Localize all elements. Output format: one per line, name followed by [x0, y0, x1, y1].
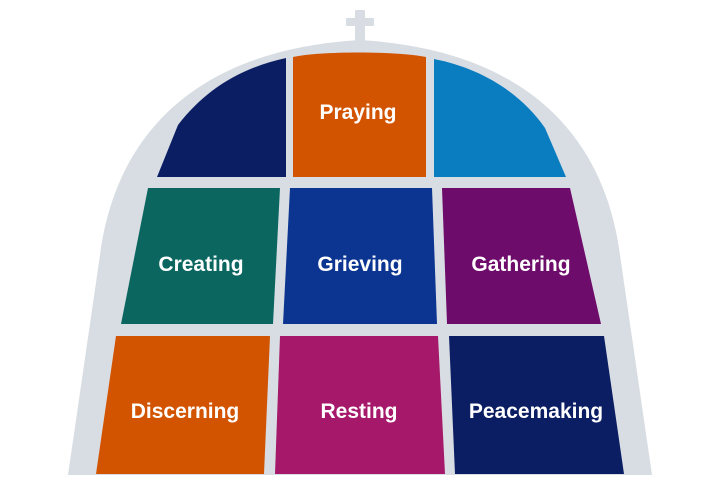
label-gathering: Gathering [471, 253, 570, 276]
pane-middle-right [442, 188, 601, 324]
cross-icon [346, 10, 374, 42]
pane-top-right [434, 59, 566, 177]
label-discerning: Discerning [131, 400, 240, 423]
label-grieving: Grieving [317, 253, 402, 276]
pane-bottom-left [96, 336, 270, 474]
pane-bottom-right [449, 336, 624, 474]
label-creating: Creating [158, 253, 243, 276]
label-resting: Resting [320, 400, 397, 423]
label-peacemaking: Peacemaking [469, 400, 603, 423]
pane-top-center [293, 52, 426, 177]
pane-bottom-center [275, 336, 445, 474]
pane-middle-left [121, 188, 280, 324]
pane-middle-center [283, 188, 437, 324]
pane-top-left [157, 58, 286, 177]
label-praying: Praying [319, 101, 396, 124]
